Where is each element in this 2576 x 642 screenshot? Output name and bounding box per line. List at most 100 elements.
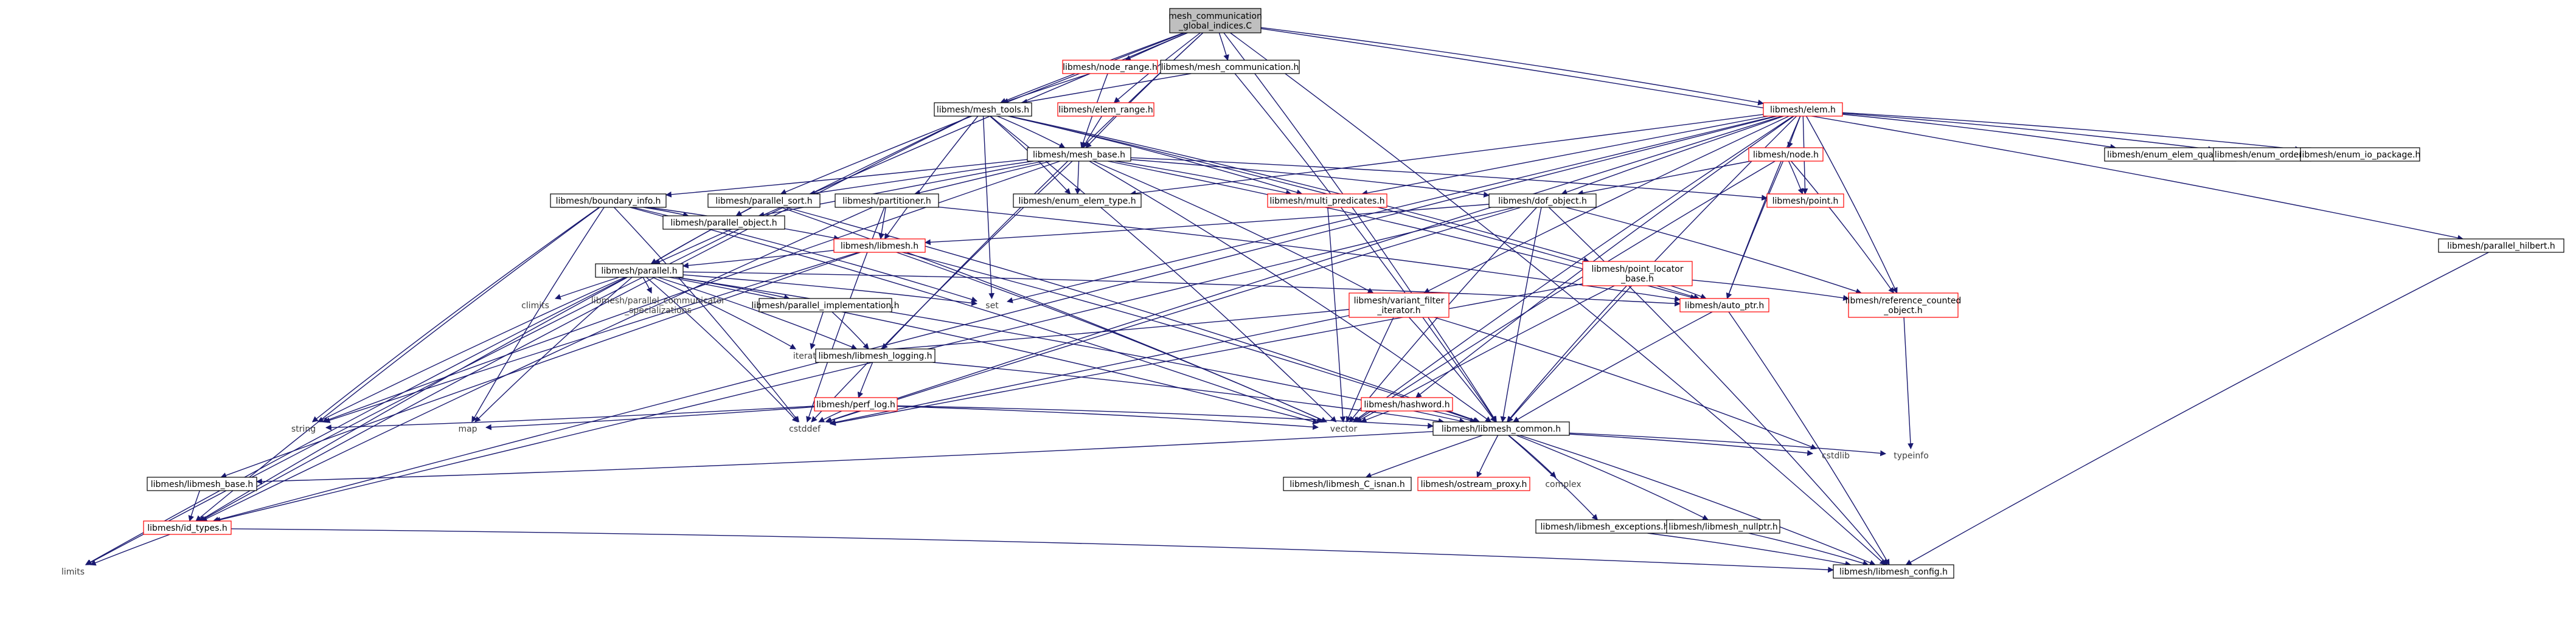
node-cstdlib: cstdlib xyxy=(1822,451,1850,461)
edge-auto_ptr-to-libmesh_common xyxy=(1513,311,1713,423)
node-libmesh-logging[interactable]: libmesh/libmesh_logging.h xyxy=(815,348,936,363)
node-label: mesh_communication xyxy=(1168,12,1262,21)
edge-libmesh_exceptions-to-libmesh_config xyxy=(1647,533,1852,567)
node-point[interactable]: libmesh/point.h xyxy=(1766,193,1844,208)
node-mesh-communication[interactable]: libmesh/mesh_communication.h xyxy=(1160,60,1300,74)
node-mesh-base[interactable]: libmesh/mesh_base.h xyxy=(1027,147,1131,162)
node-libmesh-config[interactable]: libmesh/libmesh_config.h xyxy=(1833,564,1954,579)
node-libmesh-base[interactable]: libmesh/libmesh_base.h xyxy=(147,477,257,491)
node-box xyxy=(835,193,939,208)
edge-mesh_base-to-boundary_info xyxy=(665,159,1028,198)
node-label: libmesh/libmesh_common.h xyxy=(1442,424,1561,434)
edge-node-to-vector xyxy=(1353,160,1776,423)
edge-boundary_info-to-string xyxy=(311,207,600,423)
edge-dof_object-to-cstddef xyxy=(825,207,1521,423)
edge-libmesh_common-to-typeinfo xyxy=(1569,432,1886,457)
node-label: climits xyxy=(521,301,549,311)
node-box xyxy=(833,238,926,253)
node-libmesh-c-isnan[interactable]: libmesh/libmesh_C_isnan.h xyxy=(1283,477,1412,491)
edge-mesh_tools-to-libmesh_h xyxy=(884,116,979,240)
node-enum-elem-type[interactable]: libmesh/enum_elem_type.h xyxy=(1013,193,1142,208)
edge-libmesh_nullptr-to-libmesh_config xyxy=(1748,533,1869,567)
edge-elem-to-reference_counted_object xyxy=(1805,116,1898,294)
node-boundary-info[interactable]: libmesh/boundary_info.h xyxy=(550,193,667,208)
node-label: _global_indices.C xyxy=(1178,21,1252,31)
edge-parallel-to-libmesh_common xyxy=(675,277,1466,424)
edge-mesh_base-to-point xyxy=(1130,157,1768,201)
node-box xyxy=(1160,60,1300,74)
node-label: typeinfo xyxy=(1894,451,1929,461)
node-label: libmesh/id_types.h xyxy=(147,523,227,533)
node-auto-ptr[interactable]: libmesh/auto_ptr.h xyxy=(1679,298,1769,312)
edge-parallel_implementation-to-iterator xyxy=(810,311,824,350)
node-label: libmesh/multi_predicates.h xyxy=(1269,196,1384,206)
node-parallel-sort[interactable]: libmesh/parallel_sort.h xyxy=(707,193,821,208)
node-label: libmesh/libmesh_base.h xyxy=(151,480,254,489)
node-reference-counted-object[interactable]: libmesh/reference_counted_object.h xyxy=(1845,292,1962,318)
node-libmesh-exceptions[interactable]: libmesh/libmesh_exceptions.h xyxy=(1535,519,1674,534)
edge-dof_object-to-id_types xyxy=(214,207,1515,523)
node-parallel-implementation[interactable]: libmesh/parallel_implementation.h xyxy=(751,298,900,312)
node-label: libmesh/enum_elem_type.h xyxy=(1018,196,1136,206)
node-root[interactable]: mesh_communication_global_indices.C xyxy=(1168,8,1262,33)
edge-variant_filter_iterator-to-libmesh_common xyxy=(1409,317,1496,423)
node-enum-io-package[interactable]: libmesh/enum_io_package.h xyxy=(2300,147,2421,162)
edge-node_range-to-mesh_tools xyxy=(1002,73,1091,104)
edge-parallel_sort-to-libmesh_common xyxy=(785,207,1481,423)
edge-elem-to-cstddef xyxy=(825,116,1782,423)
node-label: libmesh/partitioner.h xyxy=(842,196,931,206)
node-box xyxy=(1848,292,1959,318)
node-libmesh-common[interactable]: libmesh/libmesh_common.h xyxy=(1432,421,1570,436)
edge-parallel-to-string xyxy=(317,277,625,423)
node-node-range[interactable]: libmesh/node_range.h xyxy=(1062,60,1158,74)
edge-partitioner-to-libmesh_h xyxy=(878,207,886,240)
edge-boundary_info-to-parallel_object xyxy=(643,207,689,218)
node-parallel-object[interactable]: libmesh/parallel_object.h xyxy=(662,215,785,230)
node-enum-order[interactable]: libmesh/enum_order.h xyxy=(2213,147,2311,162)
edge-dof_object-to-libmesh_common xyxy=(1500,207,1542,423)
node-typeinfo: typeinfo xyxy=(1894,451,1929,461)
node-climits: climits xyxy=(521,301,549,311)
node-ostream-proxy[interactable]: libmesh/ostream_proxy.h xyxy=(1417,477,1530,491)
node-partitioner[interactable]: libmesh/partitioner.h xyxy=(835,193,939,208)
edge-boundary_info-to-cstddef xyxy=(613,207,800,423)
edge-hashword-to-libmesh_common xyxy=(1432,410,1476,424)
node-label: libmesh/auto_ptr.h xyxy=(1685,301,1764,311)
node-label: libmesh/reference_counted xyxy=(1845,296,1962,306)
node-mesh-tools[interactable]: libmesh/mesh_tools.h xyxy=(934,102,1032,117)
node-label: libmesh/mesh_communication.h xyxy=(1161,63,1299,72)
node-id-types[interactable]: libmesh/id_types.h xyxy=(143,520,232,535)
edge-variant_filter_iterator-to-cstdlib xyxy=(1434,317,1817,450)
edge-libmesh_logging-to-libmesh_common xyxy=(932,362,1445,424)
edge-libmesh_common-to-libmesh_config xyxy=(1519,435,1876,566)
edge-point_locator_base-to-auto_ptr xyxy=(1670,285,1707,300)
node-multi-predicates[interactable]: libmesh/multi_predicates.h xyxy=(1267,193,1387,208)
edge-root-to-mesh_base xyxy=(1085,32,1204,148)
edge-mesh_base-to-parallel_sort xyxy=(809,160,1034,196)
edge-parallel_hilbert-to-libmesh_config xyxy=(1905,252,2489,565)
node-hashword[interactable]: libmesh/hashword.h xyxy=(1361,397,1453,412)
node-dof-object[interactable]: libmesh/dof_object.h xyxy=(1488,193,1597,208)
node-node[interactable]: libmesh/node.h xyxy=(1748,147,1824,162)
node-libmesh-nullptr[interactable]: libmesh/libmesh_nullptr.h xyxy=(1666,519,1780,534)
node-variant-filter-iterator[interactable]: libmesh/variant_filter_iterator.h xyxy=(1349,292,1449,318)
edge-node-to-reference_counted_object xyxy=(1791,160,1894,294)
edge-elem-to-enum_io_package xyxy=(1842,112,2301,153)
node-libmesh-h[interactable]: libmesh/libmesh.h xyxy=(833,238,926,253)
node-enum-elem-quality[interactable]: libmesh/enum_elem_quality.h xyxy=(2104,147,2237,162)
edge-parallel_implementation-to-libmesh_logging xyxy=(831,311,869,350)
node-elem[interactable]: libmesh/elem.h xyxy=(1763,102,1843,117)
node-point-locator-base[interactable]: libmesh/point_locator_base.h xyxy=(1582,261,1693,286)
node-elem-range[interactable]: libmesh/elem_range.h xyxy=(1057,102,1154,117)
node-perf-log[interactable]: libmesh/perf_log.h xyxy=(814,397,898,412)
node-box xyxy=(1062,60,1158,74)
edge-parallel-to-cstddef xyxy=(646,277,799,423)
edge-mesh_base-to-parallel_object xyxy=(758,160,1044,218)
node-parallel[interactable]: libmesh/parallel.h xyxy=(595,263,684,278)
edge-root-to-libmesh_config xyxy=(1230,32,1886,565)
edge-id_types-to-libmesh_config xyxy=(231,528,1834,573)
node-parallel-hilbert[interactable]: libmesh/parallel_hilbert.h xyxy=(2438,238,2564,253)
node-box xyxy=(759,298,892,312)
node-label: libmesh/libmesh_logging.h xyxy=(818,351,932,361)
edge-mesh_base-to-dof_object xyxy=(1130,159,1490,198)
